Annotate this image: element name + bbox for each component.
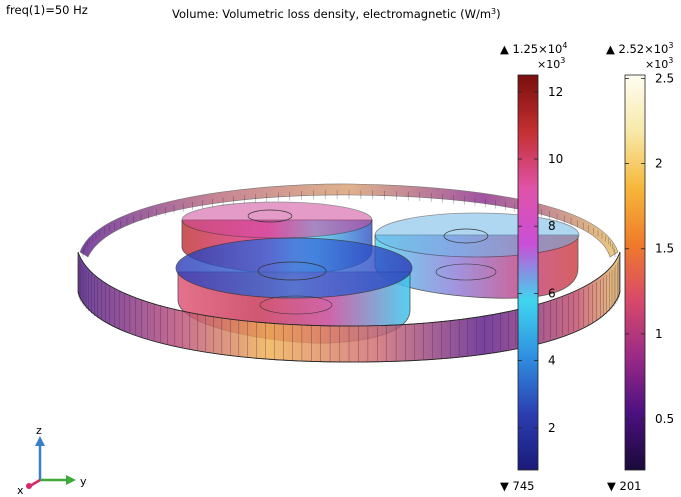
- outer-ring-top-edge: [77, 251, 621, 327]
- y-axis-arrowhead-icon: [66, 475, 76, 485]
- colorbar-right-tick-label: 1: [655, 327, 663, 341]
- 3d-model[interactable]: [77, 183, 621, 363]
- axis-triad: z y x: [17, 424, 87, 497]
- colorbar-right-tick-label: 1.5: [655, 242, 674, 256]
- outer-ring-bottom-edge: [77, 291, 621, 363]
- colorbar-left-min-label: ▼ 745: [500, 479, 534, 493]
- colorbar-left-multiplier: ×103: [537, 56, 565, 71]
- y-axis-label: y: [80, 475, 87, 488]
- z-axis-label: z: [36, 424, 42, 437]
- colorbar-right-gradient: [624, 74, 646, 471]
- colorbar-right-max-label: ▲ 2.52×103: [606, 41, 673, 56]
- colorbar-right-multiplier: ×103: [645, 56, 673, 71]
- x-axis-dot-icon: [26, 483, 32, 489]
- colorbar-right: ▲ 2.52×103 ×103 2.5 2 1.5 1 0.5 ▼ 201: [606, 41, 674, 493]
- colorbar-right-tick-label: 2: [655, 157, 663, 171]
- outer-ring-back-ticks: [82, 190, 616, 257]
- colorbar-left-max-label: ▲ 1.25×104: [500, 41, 567, 56]
- colorbar-right-tick-label: 2.5: [655, 71, 674, 85]
- outer-ring-front-ticks: [77, 252, 621, 362]
- colorbar-left-tick-label: 2: [548, 421, 556, 435]
- colorbar-left: ▲ 1.25×104 ×103 12 10 8 6 4 2 ▼ 745: [500, 41, 567, 493]
- colorbar-right-ticks: 2.5 2 1.5 1 0.5: [625, 71, 674, 426]
- colorbar-left-ticks: 12 10 8 6 4 2: [518, 85, 563, 435]
- colorbar-left-tick-label: 6: [548, 286, 556, 300]
- x-axis-label: x: [17, 484, 24, 497]
- colorbar-right-min-label: ▼ 201: [607, 479, 641, 493]
- freq-label: freq(1)=50 Hz: [6, 3, 88, 17]
- colorbar-left-gradient: [517, 74, 539, 471]
- colorbar-right-tick-label: 0.5: [655, 412, 674, 426]
- colorbar-left-tick-label: 4: [548, 354, 556, 368]
- outer-ring-back-band: [79, 183, 619, 258]
- plot-title: Volume: Volumetric loss density, electro…: [172, 7, 501, 21]
- colorbar-left-tick-label: 12: [548, 85, 563, 99]
- colorbar-left-tick-label: 8: [548, 219, 556, 233]
- colorbar-left-tick-label: 10: [548, 152, 563, 166]
- z-axis-arrowhead-icon: [35, 436, 45, 446]
